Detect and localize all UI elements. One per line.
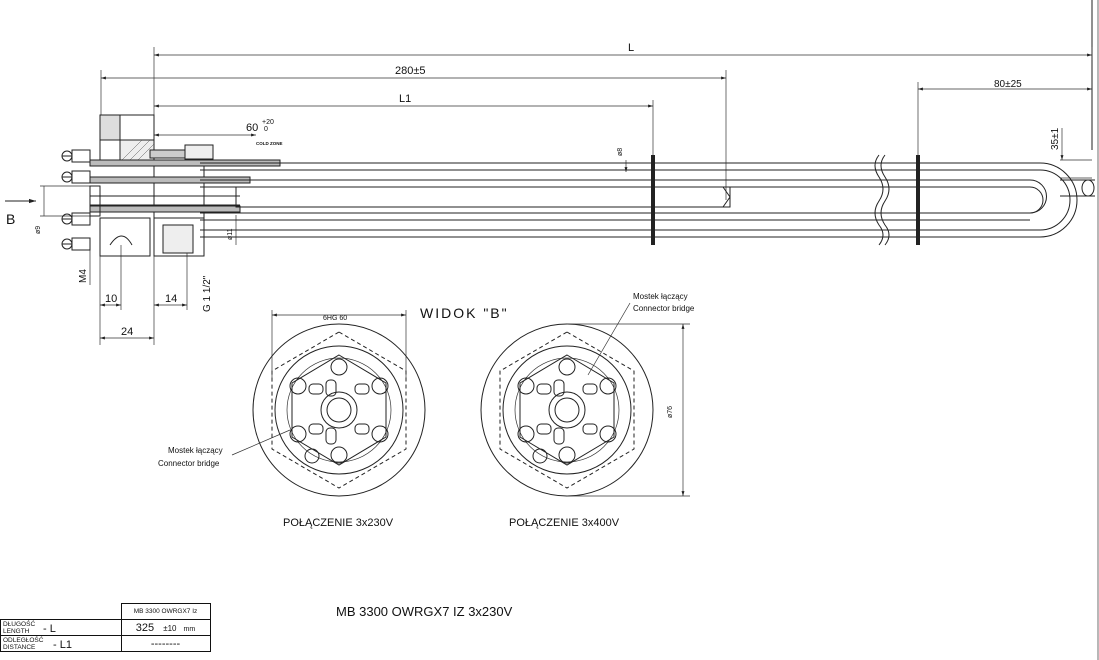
view-3x400: Mostek łączący Connector bridge ø76 POŁĄ…: [480, 292, 695, 529]
connection-3x400-label: POŁĄCZENIE 3x400V: [509, 517, 620, 529]
model-note: MB 3300 OWRGX7 IZ 3x230V: [336, 604, 513, 619]
connection-3x230-label: POŁĄCZENIE 3x230V: [283, 517, 394, 529]
length-label-en: LENGTH: [3, 627, 30, 635]
distance-label-en: DISTANCE: [3, 643, 36, 651]
dim-35: 35±1: [1050, 127, 1061, 150]
dim-60: 60: [246, 122, 258, 134]
length-value: 325: [135, 621, 155, 634]
dim-phi8: ø8: [617, 148, 624, 156]
view-b-title: WIDOK "B": [420, 305, 509, 321]
dim-L1: L1: [399, 93, 411, 105]
distance-value: --------: [120, 635, 211, 652]
dim-phi9: ø9: [35, 226, 42, 234]
dim-280: 280±5: [395, 65, 426, 77]
dim-phi76: ø76: [667, 406, 674, 418]
connector-label-en-left: Connector bridge: [158, 459, 220, 468]
cold-zone-label: COLD ZONE: [256, 141, 283, 146]
dim-phi11: ø11: [227, 228, 234, 240]
distance-label-pl: ODLEGŁOŚĆ: [3, 636, 44, 644]
dim-10: 10: [105, 293, 117, 305]
spec-model: MB 3300 OWRGX7 Iz: [120, 603, 211, 620]
heater-side-view: [5, 114, 1095, 257]
page-frame: [1091, 0, 1099, 660]
length-label-pl: DŁUGOŚĆ: [3, 620, 36, 628]
spec-table: MB 3300 OWRGX7 Iz DŁUGOŚĆ LENGTH - L 325…: [0, 603, 211, 652]
connector-label-pl-right: Mostek łączący: [633, 292, 688, 301]
dim-14: 14: [165, 293, 177, 305]
dim-L: L: [628, 42, 634, 54]
dim-m4: M4: [78, 269, 89, 283]
connector-label-en-right: Connector bridge: [633, 304, 695, 313]
dim-hex: 6HG 60: [323, 315, 347, 322]
length-unit: mm: [183, 625, 196, 633]
dim-60-tol-down: 0: [264, 126, 268, 133]
dim-24: 24: [121, 326, 133, 338]
dimension-labels: L 280±5 L1 60 +20 0 COLD ZONE 80±25 35±1…: [6, 42, 1061, 338]
distance-symbol: - L1: [53, 639, 72, 651]
length-tolerance: ±10: [163, 623, 177, 633]
dimension-lines: [40, 47, 1093, 345]
view-arrow-label: B: [6, 211, 15, 227]
dim-60-tol-up: +20: [262, 119, 274, 126]
view-3x230: 6HG 60 Mostek łączący Connector bridge P…: [158, 310, 426, 529]
dim-80: 80±25: [994, 79, 1022, 90]
connector-label-pl-left: Mostek łączący: [168, 446, 223, 455]
dim-thread: G 1 1/2": [202, 275, 213, 312]
length-symbol: - L: [43, 623, 56, 635]
